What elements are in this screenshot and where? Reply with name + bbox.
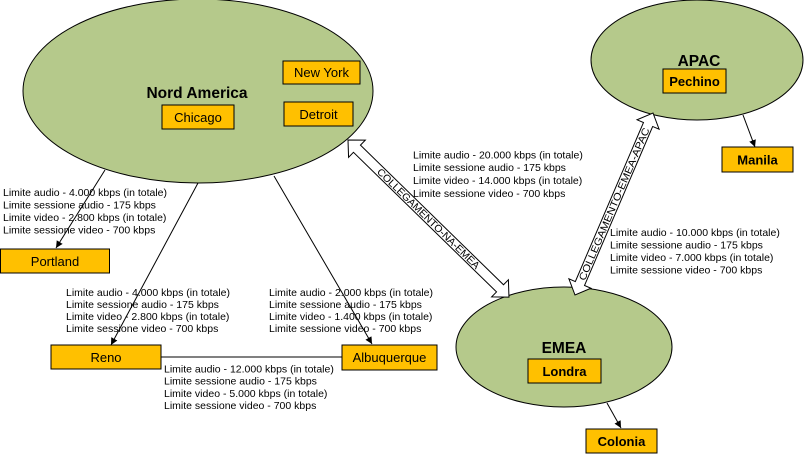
site-box xyxy=(662,68,727,94)
site-box xyxy=(527,358,602,384)
limit-audio: Limite audio - 4.000 kbps (in totale) xyxy=(3,187,167,199)
link-na-reno xyxy=(110,182,199,346)
limit-session-audio: Limite sessione audio - 175 kbps xyxy=(164,376,317,388)
limit-session-audio: Limite sessione audio - 175 kbps xyxy=(269,299,422,311)
limit-session-video: Limite sessione video - 700 kbps xyxy=(269,323,421,335)
limit-video: Limite video - 2.800 kbps (in totale) xyxy=(3,212,166,224)
limit-video: Limite video - 14.000 kbps (in totale) xyxy=(413,175,582,187)
link-apac-manila xyxy=(742,114,756,148)
site-box xyxy=(283,101,354,127)
region-title-emea: EMEA xyxy=(542,340,587,357)
link-emea-colonia xyxy=(606,402,622,429)
site-label: Pechino xyxy=(669,74,720,89)
limits-na-reno: Limite audio - 4.000 kbps (in totale) Li… xyxy=(66,287,230,335)
limits-na-emea: Limite audio - 20.000 kbps (in totale) L… xyxy=(413,150,583,201)
site-reno: Reno xyxy=(50,344,162,370)
region-emea xyxy=(455,286,673,408)
site-box xyxy=(721,146,794,173)
region-title-north-america: Nord America xyxy=(146,85,247,102)
site-albuquerque: Albuquerque xyxy=(341,344,438,371)
limits-reno-albuquerque: Limite audio - 12.000 kbps (in totale) L… xyxy=(164,364,334,413)
site-chicago: Chicago xyxy=(161,104,235,130)
double-arrow-icon xyxy=(568,112,660,296)
limits-na-portland: Limite audio - 4.000 kbps (in totale) Li… xyxy=(3,187,167,237)
site-label: Reno xyxy=(90,350,121,365)
limit-session-audio: Limite sessione audio - 175 kbps xyxy=(413,162,566,174)
limit-video: Limite video - 1.400 kbps (in totale) xyxy=(269,311,432,323)
site-portland: Portland xyxy=(0,248,110,274)
limit-video: Limite video - 2.800 kbps (in totale) xyxy=(66,311,229,323)
site-pechino: Pechino xyxy=(662,68,727,94)
limit-audio: Limite audio - 20.000 kbps (in totale) xyxy=(413,150,583,162)
limit-session-video: Limite sessione video - 700 kbps xyxy=(164,400,316,412)
site-label: Manila xyxy=(737,153,778,168)
site-new-york: New York xyxy=(282,60,361,85)
site-box xyxy=(0,248,110,274)
site-londra: Londra xyxy=(527,358,602,384)
site-manila: Manila xyxy=(721,146,794,173)
site-label: Colonia xyxy=(598,434,646,449)
limit-session-audio: Limite sessione audio - 175 kbps xyxy=(610,240,763,252)
limit-video: Limite video - 7.000 kbps (in totale) xyxy=(610,252,773,264)
limit-audio: Limite audio - 2.000 kbps (in totale) xyxy=(269,287,433,299)
site-box xyxy=(341,344,438,371)
link-na-albuquerque xyxy=(273,175,373,345)
link-na-portland xyxy=(55,169,106,249)
limit-audio: Limite audio - 12.000 kbps (in totale) xyxy=(164,364,334,376)
site-box xyxy=(161,104,235,130)
double-arrow-icon xyxy=(347,139,510,298)
site-detroit: Detroit xyxy=(283,101,354,127)
site-label: New York xyxy=(294,65,349,80)
site-label: Albuquerque xyxy=(353,350,427,365)
limit-session-video: Limite sessione video - 700 kbps xyxy=(413,188,565,200)
site-label: Londra xyxy=(542,364,587,379)
limit-session-audio: Limite sessione audio - 175 kbps xyxy=(3,200,156,212)
site-label: Detroit xyxy=(299,107,338,122)
site-label: Chicago xyxy=(174,110,222,125)
limit-audio: Limite audio - 4.000 kbps (in totale) xyxy=(66,287,230,299)
site-label: Portland xyxy=(31,254,79,269)
region-title-apac: APAC xyxy=(678,53,721,70)
limits-emea-apac: Limite audio - 10.000 kbps (in totale) L… xyxy=(610,227,780,277)
site-box xyxy=(50,344,162,370)
limit-video: Limite video - 5.000 kbps (in totale) xyxy=(164,388,327,400)
region-apac xyxy=(590,0,804,121)
site-colonia: Colonia xyxy=(585,428,658,454)
site-box xyxy=(282,60,361,85)
limit-session-video: Limite sessione video - 700 kbps xyxy=(3,225,155,237)
limits-na-albuquerque: Limite audio - 2.000 kbps (in totale) Li… xyxy=(269,287,433,335)
limit-session-video: Limite sessione video - 700 kbps xyxy=(610,265,762,277)
limit-audio: Limite audio - 10.000 kbps (in totale) xyxy=(610,227,780,239)
limit-session-audio: Limite sessione audio - 175 kbps xyxy=(66,299,219,311)
limit-session-video: Limite sessione video - 700 kbps xyxy=(66,323,218,335)
site-box xyxy=(585,428,658,454)
